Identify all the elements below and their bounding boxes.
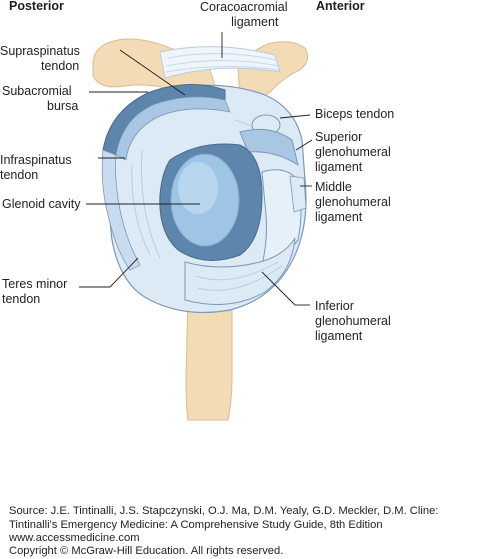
superior-glenohumeral-ligament (239, 128, 299, 167)
source-line-3: www.accessmedicine.com (9, 532, 140, 544)
inferior-glenohumeral-ligament (184, 237, 296, 305)
source-line-4: Copyright © McGraw-Hill Education. All r… (9, 545, 284, 557)
middle-ligament-cap (289, 175, 307, 213)
label-glenoid-cavity: Glenoid cavity (2, 197, 81, 211)
label-teres-minor-tendon: Teres minor tendon (2, 277, 68, 306)
label-inferior-glenohumeral-ligament: Inferior glenohumeral ligament (315, 299, 391, 343)
label-subacromial-bursa: Subacromial bursa (2, 84, 79, 113)
label-middle-glenohumeral-ligament: Middle glenohumeral ligament (315, 180, 391, 224)
infraspinatus-band (101, 149, 141, 271)
humerus-shaft (185, 289, 233, 421)
label-infraspinatus-tendon: Infraspinatus tendon (0, 153, 72, 182)
label-supraspinatus-tendon: Supraspinatus tendon (0, 44, 80, 73)
source-line-1: Source: J.E. Tintinalli, J.S. Stapczynsk… (9, 505, 439, 517)
header-posterior: Posterior (9, 0, 64, 13)
header-anterior: Anterior (316, 0, 365, 13)
label-coracoacromial-ligament: Coracoacromial ligament (200, 0, 288, 29)
label-biceps-tendon: Biceps tendon (315, 107, 395, 121)
leader-lines (79, 32, 313, 306)
middle-glenohumeral-ligament (261, 169, 302, 266)
source-line-2: Tintinalli's Emergency Medicine: A Compr… (9, 519, 383, 531)
label-superior-glenohumeral-ligament: Superior glenohumeral ligament (315, 130, 391, 174)
